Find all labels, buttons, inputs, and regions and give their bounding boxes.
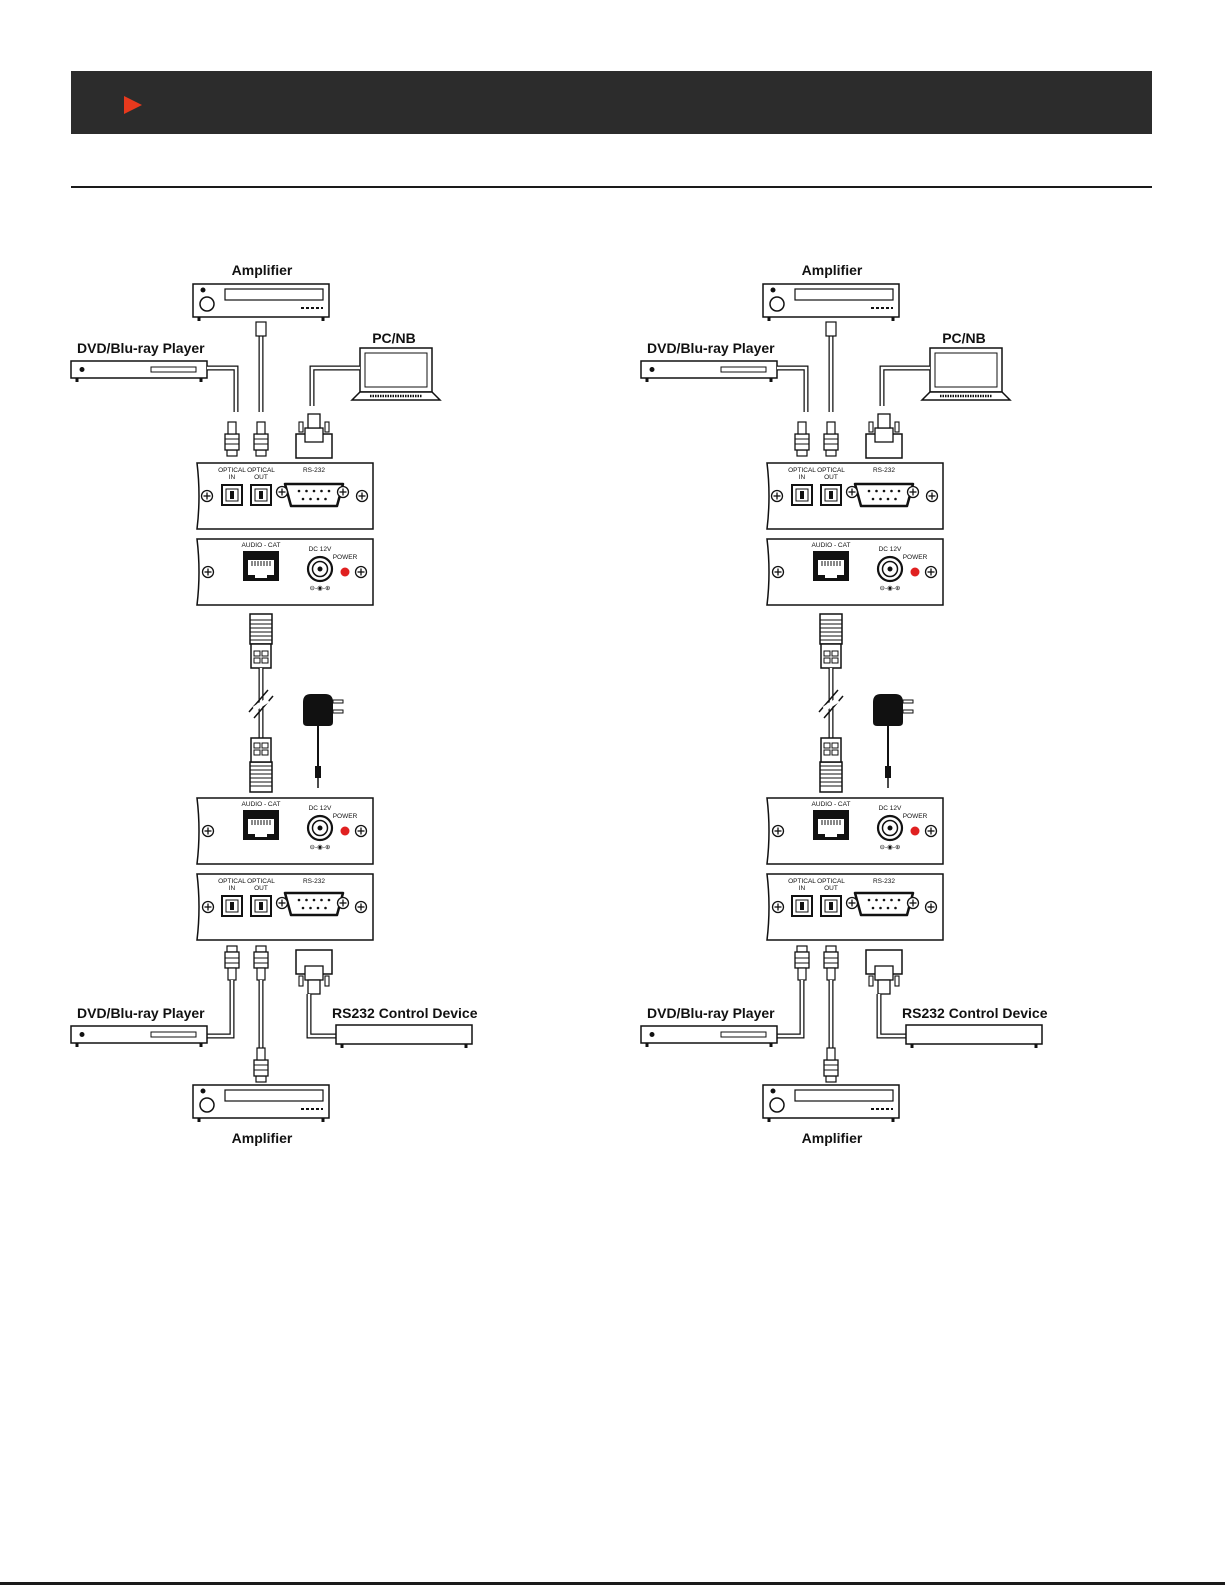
- receiver-io-panel: OPTICAL IN OPTICAL OUT RS-232: [766, 873, 944, 941]
- svg-text:OPTICAL: OPTICAL: [218, 878, 246, 885]
- sink-amplifier-label: Amplifier: [232, 1130, 293, 1146]
- svg-text:OPTICAL: OPTICAL: [218, 467, 246, 474]
- svg-text:IN: IN: [799, 885, 806, 892]
- section-divider: [71, 186, 1152, 188]
- svg-text:OPTICAL: OPTICAL: [817, 878, 845, 885]
- svg-text:AUDIO - CAT: AUDIO - CAT: [812, 801, 851, 808]
- svg-text:OUT: OUT: [824, 474, 838, 481]
- sink-amplifier: [191, 1083, 331, 1124]
- diagram-left: Amplifier DVD/Blu-ray Player PC/NB OPTIC…: [69, 262, 478, 1146]
- transmitter-io-panel: OPTICAL IN OPTICAL OUT RS-232: [196, 462, 374, 530]
- page-bottom-rule: [0, 1582, 1225, 1585]
- svg-text:DC 12V: DC 12V: [879, 805, 902, 812]
- sink-control-label: RS232 Control Device: [902, 1005, 1048, 1021]
- svg-text:POWER: POWER: [333, 813, 358, 820]
- svg-text:POWER: POWER: [903, 554, 928, 561]
- svg-text:OPTICAL: OPTICAL: [247, 467, 275, 474]
- svg-text:OPTICAL: OPTICAL: [788, 878, 816, 885]
- svg-text:OPTICAL: OPTICAL: [788, 467, 816, 474]
- svg-text:⊖-◉-⊕: ⊖-◉-⊕: [880, 844, 901, 851]
- svg-text:⊖-◉-⊕: ⊖-◉-⊕: [310, 844, 331, 851]
- receiver-cat-panel: AUDIO - CAT DC 12V POWER ⊖-◉-⊕: [766, 797, 944, 865]
- svg-text:IN: IN: [229, 474, 236, 481]
- transmitter-cat-panel: AUDIO - CAT DC 12V POWER ⊖-◉-⊕: [766, 538, 944, 606]
- svg-text:POWER: POWER: [903, 813, 928, 820]
- svg-text:OUT: OUT: [824, 885, 838, 892]
- transmitter-io-panel: OPTICAL IN OPTICAL OUT RS-232: [766, 462, 944, 530]
- source-pc-label: PC/NB: [942, 330, 986, 346]
- header-bar: [71, 71, 1152, 134]
- diagram-right: Amplifier DVD/Blu-ray Player PC/NB OPTIC…: [639, 262, 1048, 1146]
- receiver-cat-panel: AUDIO - CAT DC 12V POWER ⊖-◉-⊕: [196, 797, 374, 865]
- source-player-label: DVD/Blu-ray Player: [77, 340, 205, 356]
- sink-control-label: RS232 Control Device: [332, 1005, 478, 1021]
- svg-text:OPTICAL: OPTICAL: [247, 878, 275, 885]
- sink-player-label: DVD/Blu-ray Player: [77, 1005, 205, 1021]
- svg-text:AUDIO - CAT: AUDIO - CAT: [242, 801, 281, 808]
- sink-player: [69, 1024, 209, 1049]
- svg-text:POWER: POWER: [333, 554, 358, 561]
- sink-player: [639, 1024, 779, 1049]
- source-pc-label: PC/NB: [372, 330, 416, 346]
- source-player: [639, 359, 779, 384]
- source-pc: [350, 346, 442, 402]
- source-pc: [920, 346, 1012, 402]
- receiver-io-panel: OPTICAL IN OPTICAL OUT RS-232: [196, 873, 374, 941]
- sink-amplifier-label: Amplifier: [802, 1130, 863, 1146]
- svg-text:AUDIO - CAT: AUDIO - CAT: [242, 542, 281, 549]
- source-amplifier-label: Amplifier: [802, 262, 863, 278]
- source-amplifier: [191, 282, 331, 323]
- play-arrow-icon: [124, 96, 142, 114]
- svg-text:IN: IN: [229, 885, 236, 892]
- svg-text:DC 12V: DC 12V: [879, 546, 902, 553]
- svg-text:RS-232: RS-232: [303, 467, 325, 474]
- svg-text:⊖-◉-⊕: ⊖-◉-⊕: [880, 585, 901, 592]
- sink-control-device: [334, 1023, 474, 1050]
- svg-text:DC 12V: DC 12V: [309, 546, 332, 553]
- source-amplifier-label: Amplifier: [232, 262, 293, 278]
- source-player-label: DVD/Blu-ray Player: [647, 340, 775, 356]
- svg-text:OUT: OUT: [254, 474, 268, 481]
- source-player: [69, 359, 209, 384]
- source-amplifier: [761, 282, 901, 323]
- svg-text:⊖-◉-⊕: ⊖-◉-⊕: [310, 585, 331, 592]
- svg-text:RS-232: RS-232: [873, 467, 895, 474]
- sink-player-label: DVD/Blu-ray Player: [647, 1005, 775, 1021]
- svg-text:RS-232: RS-232: [873, 878, 895, 885]
- svg-text:RS-232: RS-232: [303, 878, 325, 885]
- transmitter-cat-panel: AUDIO - CAT DC 12V POWER ⊖-◉-⊕: [196, 538, 374, 606]
- svg-text:OPTICAL: OPTICAL: [817, 467, 845, 474]
- sink-amplifier: [761, 1083, 901, 1124]
- svg-text:DC 12V: DC 12V: [309, 805, 332, 812]
- sink-control-device: [904, 1023, 1044, 1050]
- svg-text:IN: IN: [799, 474, 806, 481]
- svg-text:AUDIO - CAT: AUDIO - CAT: [812, 542, 851, 549]
- svg-text:OUT: OUT: [254, 885, 268, 892]
